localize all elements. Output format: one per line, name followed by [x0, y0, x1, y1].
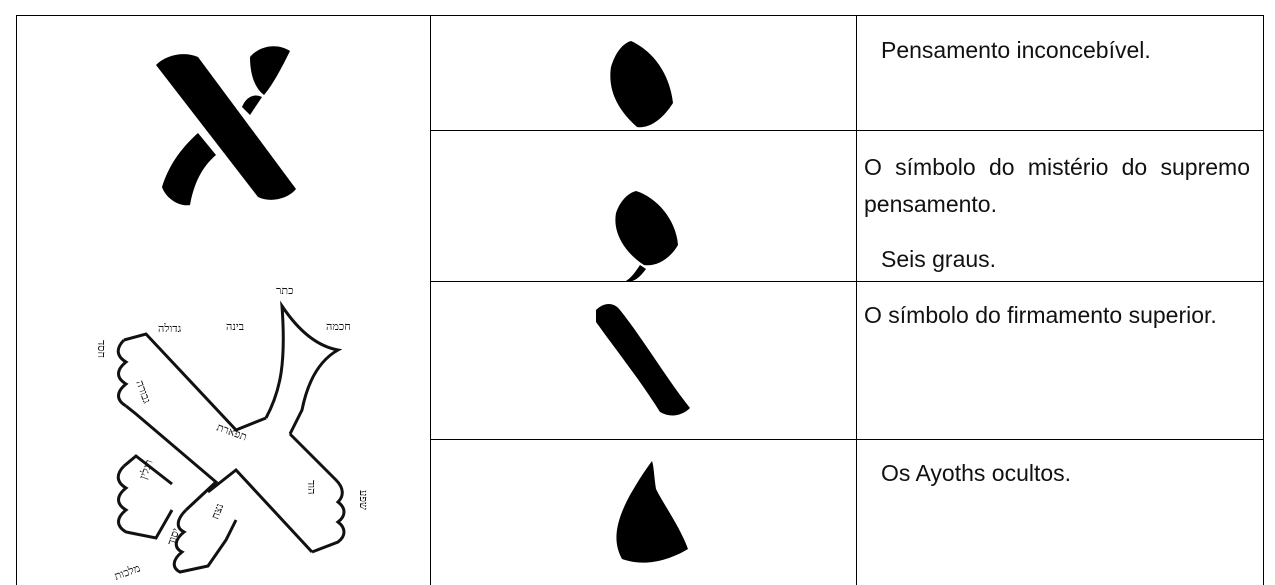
diagram-label: הוד [305, 480, 318, 494]
table-border-right [1263, 15, 1264, 585]
row-divider-1 [430, 130, 1264, 131]
row-3-description: O símbolo do firmamento superior. [864, 302, 1217, 328]
row-2-description: O símbolo do mistério do supremo pensame… [864, 154, 1250, 217]
row-1-description: Pensamento inconcebível. [881, 37, 1151, 63]
vav-glyph [596, 304, 690, 416]
diagram-label: חכמה [326, 320, 351, 333]
diagram-label: שפע [357, 490, 370, 510]
diagram-label: בינה [226, 320, 244, 333]
diagram-label: יסוד [165, 526, 183, 547]
sefirot-aleph-diagram: כתר בינה חכמה גדולה גבורה תפארת רגלין הו… [95, 284, 370, 583]
row-divider-3 [430, 439, 1264, 440]
diagram-label: כתר [276, 284, 294, 297]
table-border-top [16, 15, 1264, 16]
aleph-letter-illustration [156, 46, 296, 206]
hooked-glyph [616, 461, 688, 563]
diagram-label: גבורה [133, 379, 153, 406]
yod-with-tail-glyph [615, 191, 678, 282]
diagram-label: גדולה [158, 322, 182, 335]
row-2-extra: Seis graus. [881, 246, 997, 272]
table-border-left [16, 15, 17, 585]
column-divider-1 [430, 15, 431, 585]
yod-glyph [610, 41, 673, 128]
row-divider-2 [430, 281, 1264, 282]
letter-table: כתר בינה חכמה גדולה גבורה תפארת רגלין הו… [16, 15, 1264, 585]
diagram-label: חסד [95, 340, 108, 358]
diagram-label: רגלין [137, 458, 156, 481]
column-divider-2 [856, 15, 857, 585]
row-4-description: Os Ayoths ocultos. [881, 460, 1072, 486]
diagram-label: נצח [209, 502, 227, 521]
diagram-label: מלכות [113, 562, 142, 583]
